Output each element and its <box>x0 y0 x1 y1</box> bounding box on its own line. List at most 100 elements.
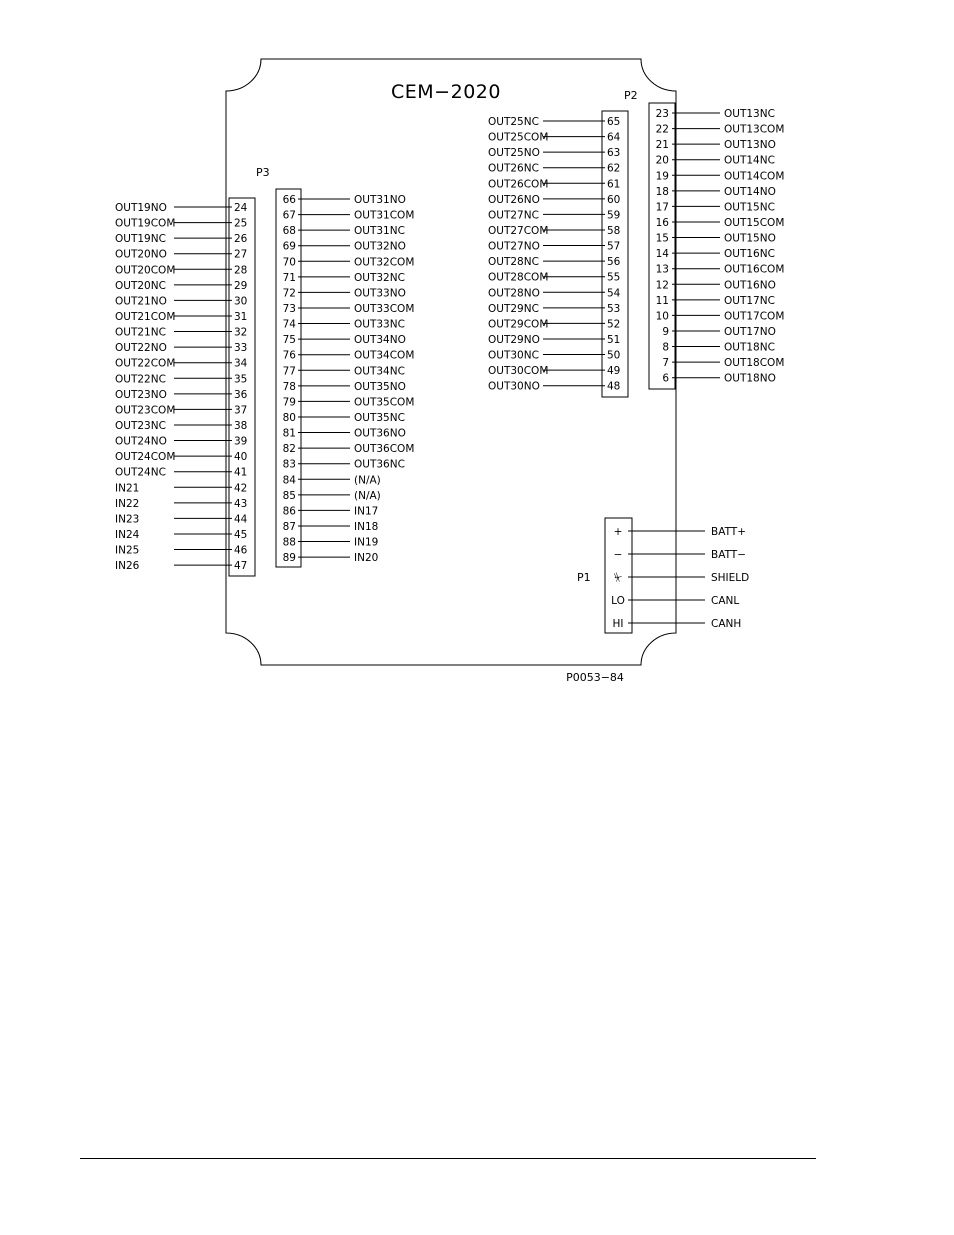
pin-number: 75 <box>283 334 296 346</box>
signal-label: IN26 <box>115 560 140 572</box>
pin-number: 85 <box>283 490 296 502</box>
signal-label: OUT21NC <box>115 327 166 339</box>
pin-number: 56 <box>607 256 621 268</box>
pin-number: 10 <box>656 310 669 322</box>
signal-label: OUT32COM <box>354 256 414 268</box>
signal-label: OUT29NO <box>488 334 540 346</box>
signal-label: OUT30NO <box>488 381 540 393</box>
signal-label: IN22 <box>115 498 139 510</box>
pin-number: 30 <box>234 295 247 307</box>
pin-number: 12 <box>656 279 669 291</box>
signal-label: OUT36NO <box>354 428 406 440</box>
signal-label: OUT28COM <box>488 272 548 284</box>
signal-label: OUT29NC <box>488 303 539 315</box>
drawing-number: P0053−84 <box>566 671 624 684</box>
connector-p1-body <box>604 517 633 634</box>
pin-number: 61 <box>607 178 620 190</box>
signal-label: OUT28NC <box>488 256 539 268</box>
signal-label: BATT− <box>711 549 746 561</box>
signal-label: OUT31NO <box>354 194 406 206</box>
pin-number: 39 <box>234 436 247 448</box>
signal-label: CANL <box>711 595 739 607</box>
signal-label: OUT20COM <box>115 264 175 276</box>
pin-number: − <box>614 549 623 561</box>
signal-label: OUT17NO <box>724 326 776 338</box>
signal-label: OUT28NO <box>488 287 540 299</box>
pin-number: 41 <box>234 467 247 479</box>
pin-number: 42 <box>234 482 247 494</box>
pin-number: 64 <box>607 132 621 144</box>
pin-number: 50 <box>607 350 620 362</box>
pin-number: 35 <box>234 373 247 385</box>
pin-number: 73 <box>283 303 296 315</box>
signal-label: OUT30COM <box>488 365 548 377</box>
signal-label: OUT32NC <box>354 272 405 284</box>
pin-number: 46 <box>234 545 248 557</box>
signal-label: OUT32NO <box>354 241 406 253</box>
pin-number: 14 <box>656 248 670 260</box>
signal-label: OUT15NO <box>724 233 776 245</box>
signal-label: OUT13NC <box>724 108 775 120</box>
pin-number: 28 <box>234 264 247 276</box>
pin-number: 32 <box>234 327 247 339</box>
pin-number: 58 <box>607 225 620 237</box>
signal-label: OUT19COM <box>115 218 175 230</box>
signal-label: OUT26NO <box>488 194 540 206</box>
signal-label: IN19 <box>354 537 378 549</box>
pin-number: 7 <box>662 357 669 369</box>
signal-label: OUT15NC <box>724 201 775 213</box>
pin-number: 53 <box>607 303 620 315</box>
pin-number: 84 <box>283 474 297 486</box>
signal-label: OUT23COM <box>115 404 175 416</box>
pin-number: 23 <box>656 108 669 120</box>
signal-label: OUT24COM <box>115 451 175 463</box>
pin-number: 15 <box>656 233 669 245</box>
pin-number: 89 <box>283 552 296 564</box>
connector-p2-right-body <box>648 102 676 390</box>
signal-label: OUT13COM <box>724 124 784 136</box>
signal-label: OUT27COM <box>488 225 548 237</box>
signal-label: OUT33NO <box>354 287 406 299</box>
pin-number: HI <box>613 618 624 630</box>
pin-number: 43 <box>234 498 247 510</box>
pin-number: 82 <box>283 443 296 455</box>
pin-number: 26 <box>234 233 248 245</box>
pin-number: LO <box>611 595 625 607</box>
signal-label: SHIELD <box>711 572 749 584</box>
signal-label: OUT18NC <box>724 342 775 354</box>
signal-label: OUT15COM <box>724 217 784 229</box>
signal-label: OUT16NC <box>724 248 775 260</box>
chassis-ground-icon: ⏧ <box>614 572 623 584</box>
pin-number: 29 <box>234 280 247 292</box>
connector-p3-right-body <box>275 188 302 568</box>
board-outline <box>225 58 677 666</box>
pin-number: 78 <box>283 381 296 393</box>
pin-number: 36 <box>234 389 248 401</box>
pin-number: 6 <box>662 373 669 385</box>
signal-label: IN25 <box>115 545 139 557</box>
signal-label: OUT25COM <box>488 132 548 144</box>
pin-number: 70 <box>283 256 296 268</box>
pin-number: 18 <box>656 186 669 198</box>
pin-number: 65 <box>607 116 620 128</box>
signal-label: OUT31COM <box>354 210 414 222</box>
signal-label: IN24 <box>115 529 140 541</box>
signal-label: OUT18NO <box>724 373 776 385</box>
signal-label: (N/A) <box>354 474 381 486</box>
pin-number: 77 <box>283 365 296 377</box>
device-title: CEM−2020 <box>391 81 501 103</box>
signal-label: OUT29COM <box>488 318 548 330</box>
signal-label: OUT33COM <box>354 303 414 315</box>
pin-number: 21 <box>656 139 669 151</box>
pin-number: 67 <box>283 210 296 222</box>
pin-number: 86 <box>283 505 297 517</box>
pin-number: 81 <box>283 428 296 440</box>
signal-label: OUT14COM <box>724 170 784 182</box>
signal-label: OUT36NC <box>354 459 405 471</box>
signal-label: IN21 <box>115 482 139 494</box>
signal-label: OUT19NC <box>115 233 166 245</box>
signal-label: OUT24NO <box>115 436 167 448</box>
